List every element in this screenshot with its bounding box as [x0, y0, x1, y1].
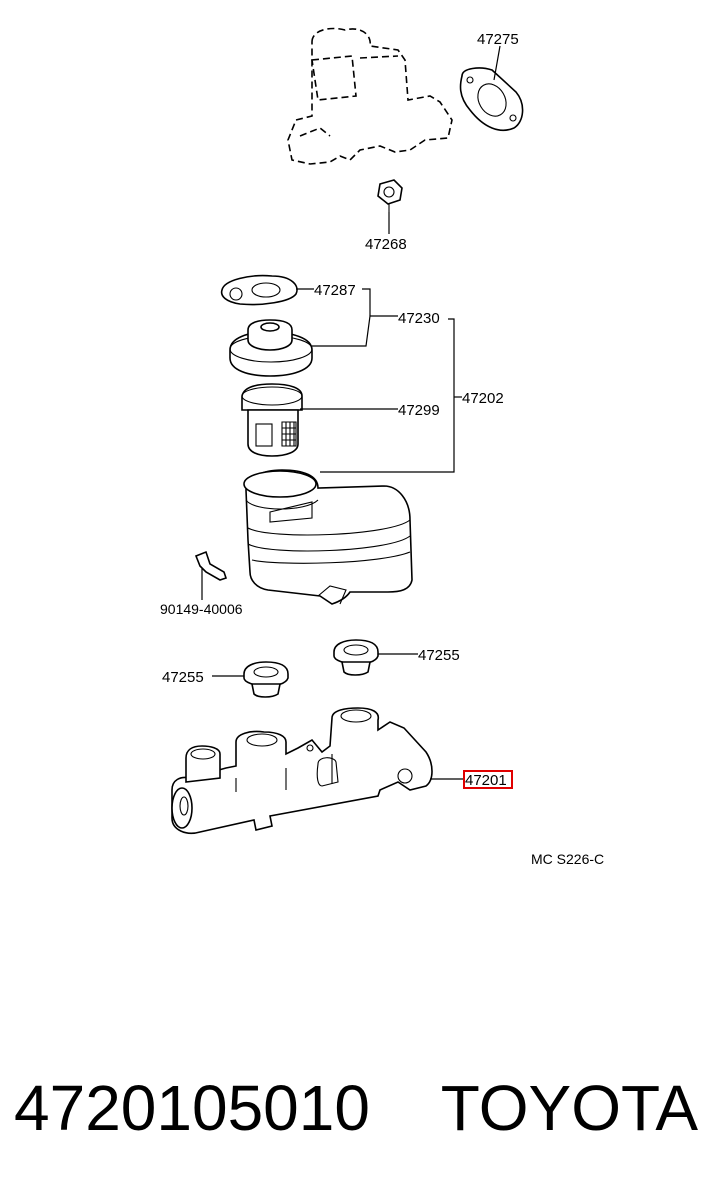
gasket-47275: [459, 67, 524, 132]
callout-90149-40006: 90149-40006: [160, 601, 243, 617]
pin-90149-40006: [194, 550, 228, 581]
master-cylinder-47201: [171, 707, 433, 834]
callout-47255-left: 47255: [162, 669, 204, 686]
grommet-47255-right: [333, 639, 379, 676]
footer: 4720105010 TOYOTA: [14, 1068, 704, 1148]
callout-47299: 47299: [398, 402, 440, 419]
gasket-47287: [220, 274, 298, 306]
diagram-code: MC S226-C: [531, 851, 604, 867]
reservoir-cap-47230: [229, 319, 313, 377]
callout-47255-right: 47255: [418, 647, 460, 664]
callout-47275: 47275: [477, 31, 519, 48]
parts-diagram: 47275 47268 47287 47230 47299 47202: [160, 27, 604, 867]
brand-name: TOYOTA: [440, 1072, 698, 1144]
callout-47268: 47268: [365, 236, 407, 253]
highlight-box-47201: [463, 770, 513, 789]
reservoir-47202: [243, 469, 413, 605]
callout-47287: 47287: [314, 282, 356, 299]
part-number: 4720105010: [14, 1072, 370, 1144]
callout-47201: 47201: [465, 772, 507, 789]
nut-47268: [377, 179, 403, 212]
callout-47202: 47202: [462, 390, 504, 407]
callout-47230: 47230: [398, 310, 440, 327]
brake-booster-phantom: [287, 27, 453, 165]
strainer-47299: [241, 383, 303, 457]
grommet-47255-left: [243, 661, 289, 698]
